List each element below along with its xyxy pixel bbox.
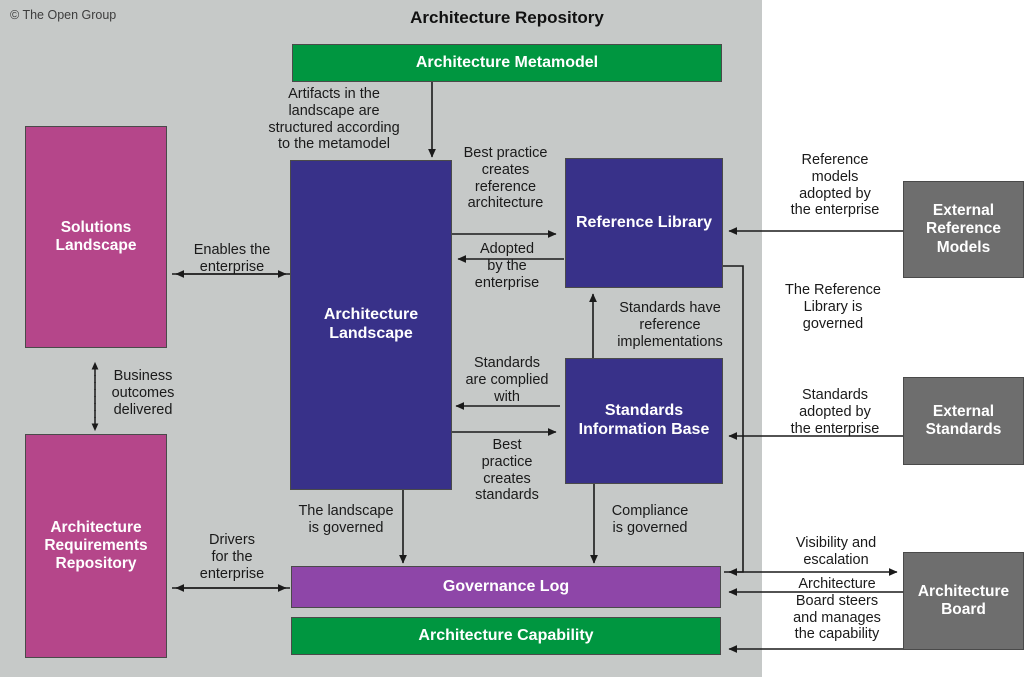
label-best-practice-creates-standards: Best practice creates standards <box>475 437 539 504</box>
label-the-landscape-is-governed: The landscape is governed <box>298 503 394 536</box>
page-title: Architecture Repository <box>410 8 604 27</box>
box-architecture-landscape[interactable]: Architecture Landscape <box>290 160 452 490</box>
label-standards-reference-implementations: Standards have reference implementations <box>617 300 723 350</box>
label-reference-models-adopted: Reference models adopted by the enterpri… <box>790 152 880 219</box>
box-external-standards[interactable]: External Standards <box>903 377 1024 465</box>
label-business-outcomes-delivered: Business outcomes delivered <box>111 368 175 418</box>
label-best-practice-reference: Best practice creates reference architec… <box>463 145 548 212</box>
label-visibility-and-escalation: Visibility and escalation <box>795 535 877 568</box>
label-standards-adopted-by-enterprise: Standards adopted by the enterprise <box>790 387 880 437</box>
label-compliance-is-governed: Compliance is governed <box>611 503 689 536</box>
label-adopted-by-enterprise: Adopted by the enterprise <box>474 241 540 291</box>
label-artifacts-structured: Artifacts in the landscape are structure… <box>268 86 400 153</box>
label-standards-are-complied-with: Standards are complied with <box>465 355 549 405</box>
label-board-steers-manages-capability: Architecture Board steers and manages th… <box>793 576 881 643</box>
box-standards-information-base[interactable]: Standards Information Base <box>565 358 723 484</box>
label-reference-library-is-governed: The Reference Library is governed <box>785 282 881 332</box>
copyright-notice: © The Open Group <box>10 8 117 22</box>
box-solutions-landscape[interactable]: Solutions Landscape <box>25 126 167 348</box>
box-reference-library[interactable]: Reference Library <box>565 158 723 288</box>
label-drivers-for-the-enterprise: Drivers for the enterprise <box>199 532 265 582</box>
box-architecture-metamodel[interactable]: Architecture Metamodel <box>292 44 722 82</box>
box-architecture-requirements-repository[interactable]: Architecture Requirements Repository <box>25 434 167 658</box>
box-architecture-capability[interactable]: Architecture Capability <box>291 617 721 655</box>
box-external-reference-models[interactable]: External Reference Models <box>903 181 1024 278</box>
label-enables-the-enterprise: Enables the enterprise <box>193 242 271 275</box>
box-governance-log[interactable]: Governance Log <box>291 566 721 608</box>
box-architecture-board[interactable]: Architecture Board <box>903 552 1024 650</box>
